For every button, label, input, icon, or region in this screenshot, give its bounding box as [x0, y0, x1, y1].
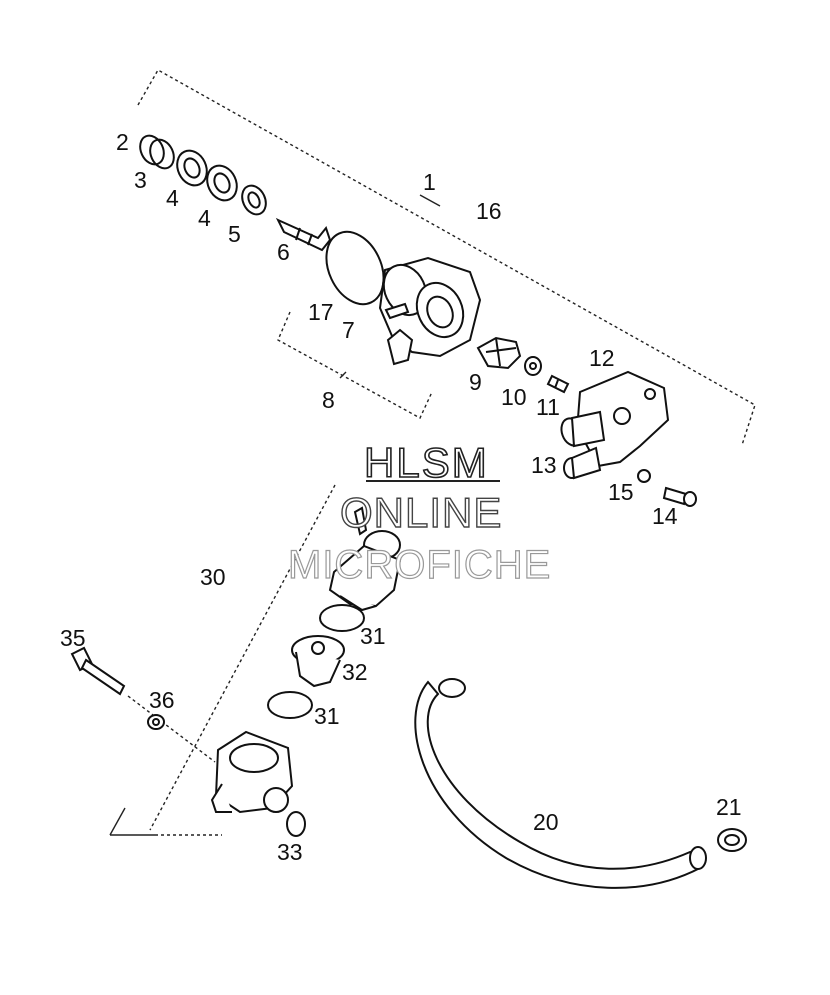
- callout-9: 9: [469, 369, 482, 395]
- callout-21: 21: [716, 794, 742, 820]
- impeller-part: [476, 336, 522, 370]
- thermostat-o-ring-lower: [267, 691, 313, 719]
- bearing-part: [176, 149, 238, 202]
- callout-7: 7: [342, 317, 355, 343]
- washer-part: [524, 356, 542, 376]
- callout-2: 2: [116, 129, 129, 155]
- circlip-part: [139, 134, 175, 170]
- watermark-line-3: MICROFICHE: [288, 543, 551, 587]
- callout-10: 10: [501, 384, 527, 410]
- watermark: HLSM ONLINE MICROFICHE: [287, 438, 551, 587]
- thermostat-o-ring-upper: [319, 604, 365, 632]
- callout-20: 20: [533, 809, 559, 835]
- callout-5: 5: [228, 221, 241, 247]
- pump-housing-part: [378, 256, 482, 366]
- callout-35: 35: [60, 625, 86, 651]
- callout-16: 16: [476, 198, 502, 224]
- bracket-lines-lower: [109, 484, 336, 836]
- impeller-bolt-part: [546, 374, 570, 394]
- callout-6: 6: [277, 239, 290, 265]
- callout-33: 33: [277, 839, 303, 865]
- callout-11: 11: [536, 394, 560, 420]
- small-o-ring-part: [637, 469, 651, 483]
- callout-8: 8: [322, 387, 335, 413]
- seal-part: [241, 184, 267, 216]
- hose-clamp-part: [717, 828, 747, 852]
- pump-shaft-part: [275, 217, 332, 252]
- thermostat-cover-part: [328, 506, 402, 612]
- callout-13: 13: [531, 452, 557, 478]
- callout-4b: 4: [198, 205, 211, 231]
- pump-cover-part: [560, 370, 670, 480]
- callout-1: 1: [423, 169, 436, 195]
- cover-bolt-part: [662, 486, 697, 507]
- coolant-hose-part: [414, 678, 707, 889]
- callout-12: 12: [589, 345, 615, 371]
- thermostat-housing-part: [210, 730, 294, 814]
- callout-15: 15: [608, 479, 634, 505]
- callout-32: 32: [342, 659, 368, 685]
- watermark-line-1: HLSM: [364, 439, 489, 486]
- callout-31a: 31: [360, 623, 386, 649]
- watermark-line-2: ONLINE: [340, 489, 502, 536]
- callout-labels: 2 3 4 4 5 6 1 16 17 7 8 9 10 11 12 13 15…: [60, 129, 742, 865]
- callout-4a: 4: [166, 185, 179, 211]
- callout-36: 36: [149, 687, 175, 713]
- callout-30: 30: [200, 564, 226, 590]
- bracket-lines-upper: [137, 69, 756, 446]
- callout-14: 14: [652, 503, 678, 529]
- o-ring-part: [325, 230, 385, 306]
- callout-17: 17: [308, 299, 334, 325]
- callout-3: 3: [134, 167, 147, 193]
- housing-o-ring-part: [286, 811, 306, 837]
- bolt-washer-part: [147, 714, 165, 730]
- long-bolt-part: [70, 646, 126, 696]
- callout-31b: 31: [314, 703, 340, 729]
- thermostat-part: [291, 635, 345, 688]
